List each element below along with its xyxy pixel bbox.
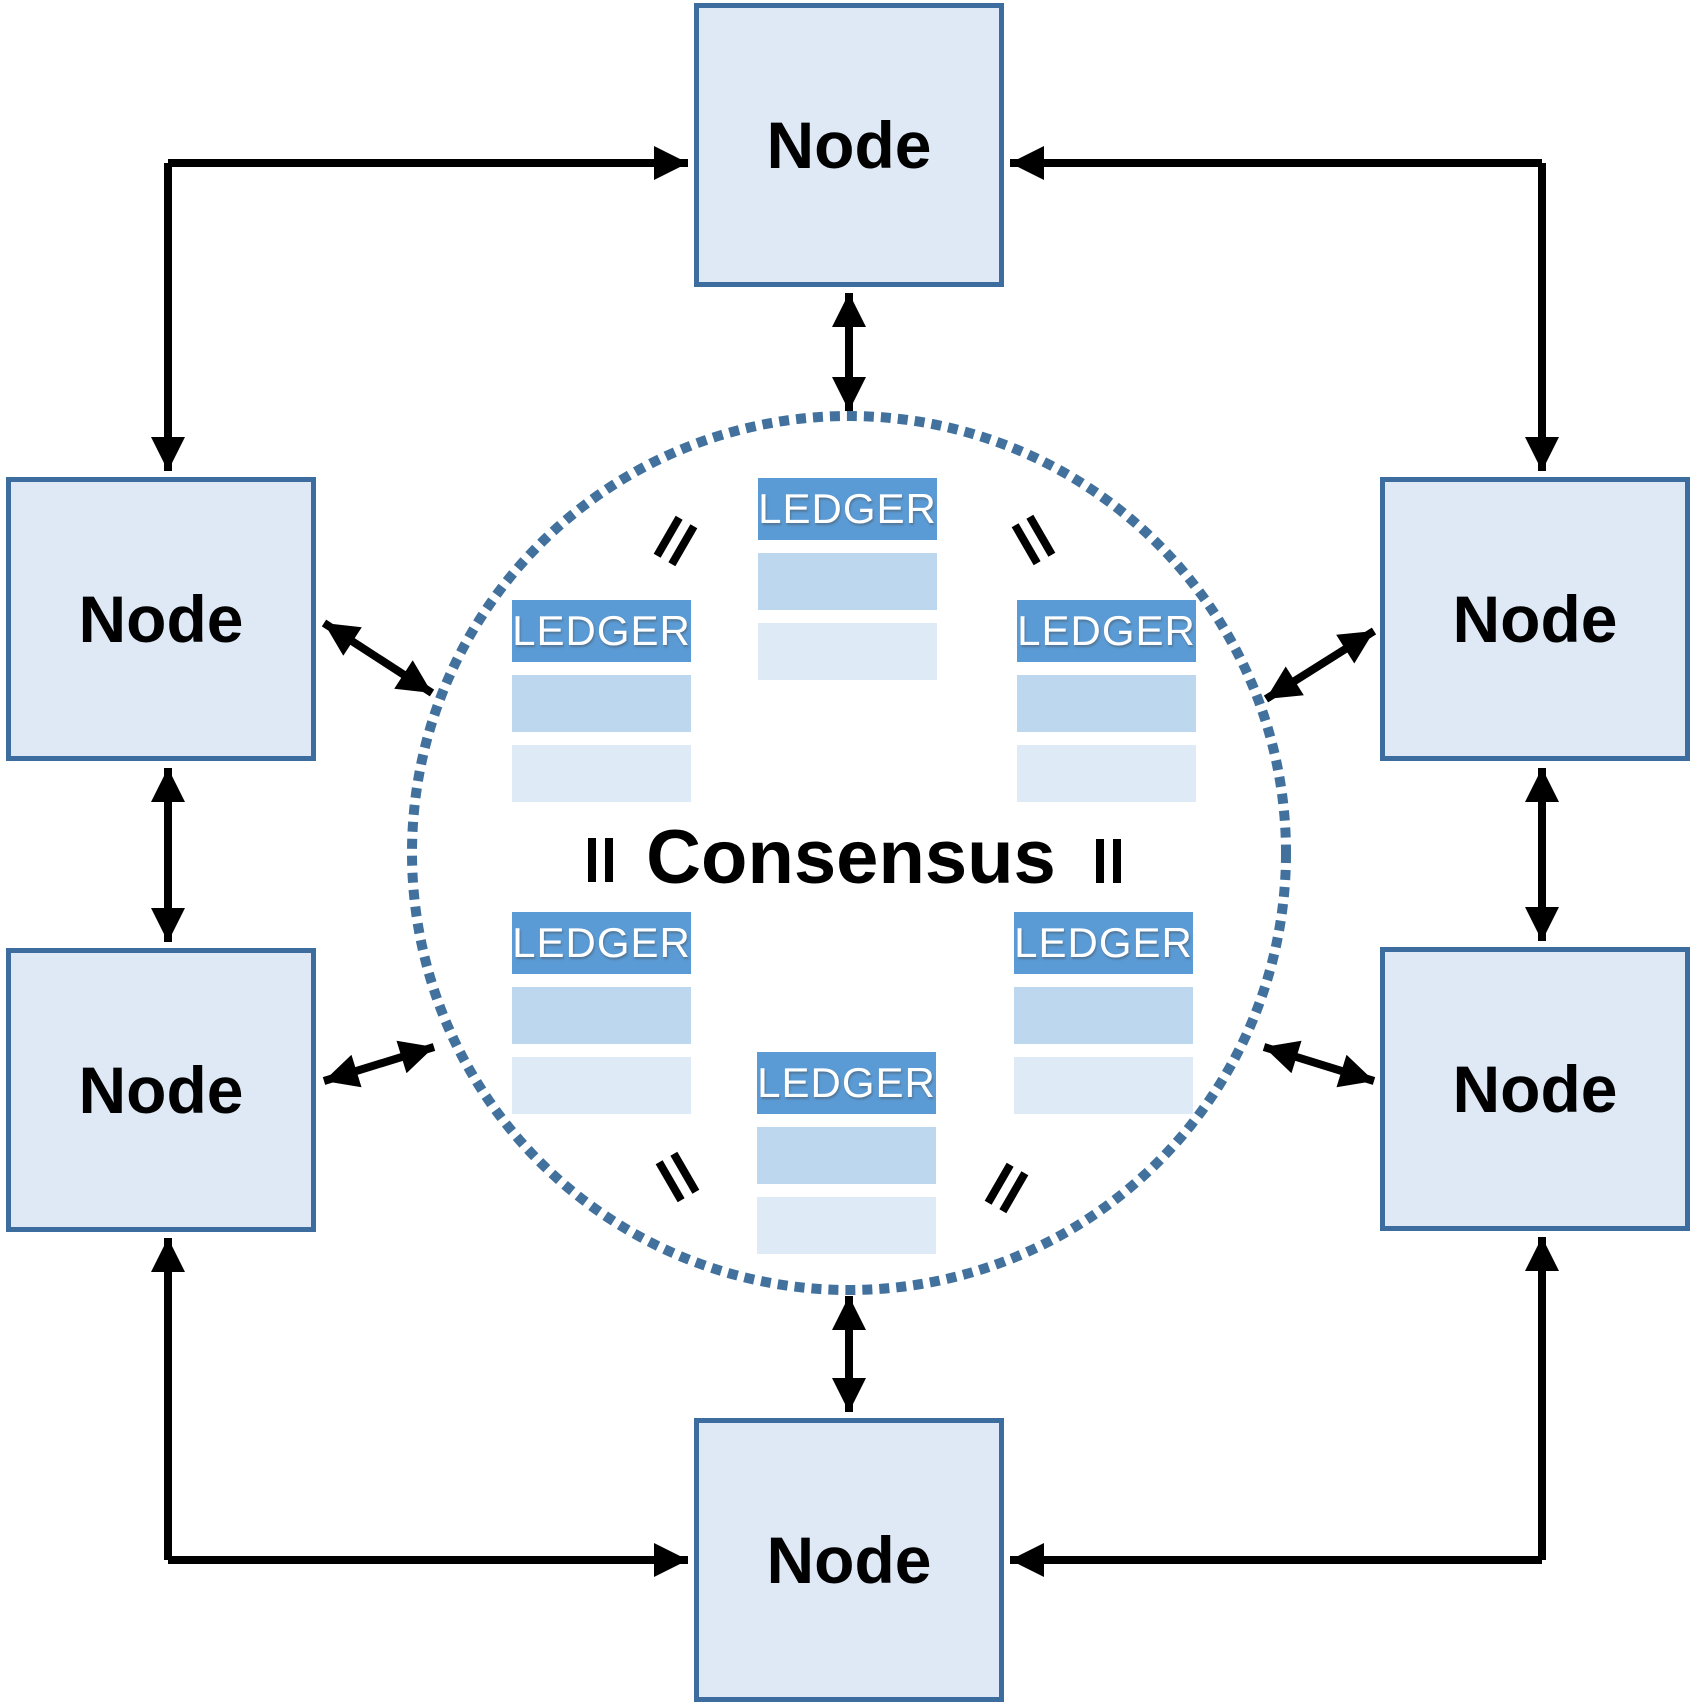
node-label: Node bbox=[78, 1053, 244, 1127]
equals-icon bbox=[1011, 514, 1056, 566]
ledger-row bbox=[512, 675, 691, 732]
ledger-row bbox=[1017, 745, 1196, 802]
ledger-upper-left: LEDGER bbox=[512, 600, 691, 815]
node-label: Node bbox=[1452, 582, 1618, 656]
ledger-row bbox=[758, 553, 937, 610]
ledger-row bbox=[1014, 1057, 1193, 1114]
ledger-title: LEDGER bbox=[1017, 600, 1196, 662]
node-box-bottom: Node bbox=[694, 1418, 1004, 1702]
arrow-upperleft-node-circle bbox=[321, 619, 435, 697]
ledger-row bbox=[1017, 675, 1196, 732]
ledger-lower-right: LEDGER bbox=[1014, 912, 1193, 1127]
equals-icon bbox=[588, 838, 613, 882]
arrow-upperright-node-circle bbox=[1263, 627, 1377, 703]
node-box-upper-right: Node bbox=[1380, 477, 1690, 761]
consensus-label: Consensus bbox=[646, 815, 1056, 900]
ledger-row bbox=[757, 1127, 936, 1184]
arrow-lowerleft-node-circle bbox=[322, 1040, 436, 1088]
ledger-row bbox=[757, 1197, 936, 1254]
ledger-bottom: LEDGER bbox=[757, 1052, 936, 1267]
ledger-top: LEDGER bbox=[758, 478, 937, 693]
ledger-title: LEDGER bbox=[512, 600, 691, 662]
equals-icon bbox=[653, 515, 698, 567]
ledger-title: LEDGER bbox=[1014, 912, 1193, 974]
node-box-lower-left: Node bbox=[6, 948, 316, 1232]
ledger-row bbox=[512, 1057, 691, 1114]
ledger-title: LEDGER bbox=[512, 912, 691, 974]
node-label: Node bbox=[78, 582, 244, 656]
node-label: Node bbox=[766, 108, 932, 182]
equals-icon bbox=[984, 1162, 1029, 1214]
equals-icon bbox=[655, 1151, 700, 1203]
ledger-upper-right: LEDGER bbox=[1017, 600, 1196, 815]
ledger-row bbox=[1014, 987, 1193, 1044]
ledger-row bbox=[512, 745, 691, 802]
ledger-title: LEDGER bbox=[757, 1052, 936, 1114]
ledger-title: LEDGER bbox=[758, 478, 937, 540]
ledger-lower-left: LEDGER bbox=[512, 912, 691, 1127]
node-label: Node bbox=[766, 1523, 932, 1597]
equals-icon bbox=[1096, 839, 1121, 883]
arrow-lowerright-node-circle bbox=[1262, 1040, 1376, 1088]
ledger-row bbox=[512, 987, 691, 1044]
node-label: Node bbox=[1452, 1052, 1618, 1126]
node-box-lower-right: Node bbox=[1380, 947, 1690, 1231]
ledger-row bbox=[758, 623, 937, 680]
node-box-top: Node bbox=[694, 3, 1004, 287]
node-box-upper-left: Node bbox=[6, 477, 316, 761]
